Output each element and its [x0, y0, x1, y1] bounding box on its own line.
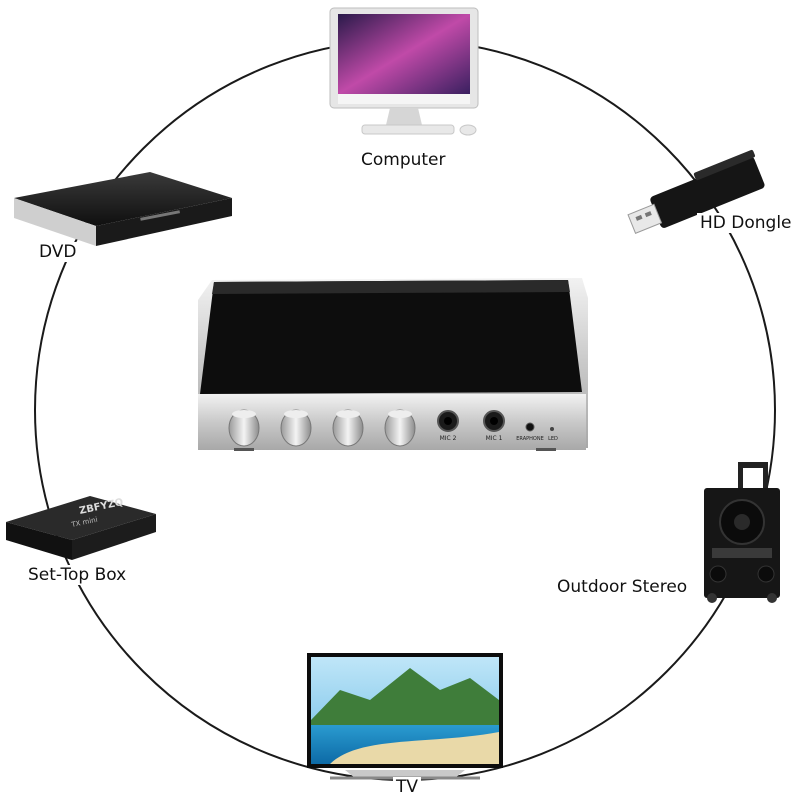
- earphone-label: ERAPHONE: [516, 436, 543, 442]
- outdoor-stereo-icon: [704, 462, 780, 603]
- karaoke-mixer: MIC 2 MIC 1 ERAPHONE LED: [198, 278, 588, 451]
- hd-dongle-label: HD Dongle: [697, 213, 795, 233]
- volume-knob-2[interactable]: [280, 409, 312, 447]
- dvd-label: DVD: [36, 242, 80, 262]
- outdoor-stereo-label: Outdoor Stereo: [554, 577, 691, 597]
- tv-label: TV: [393, 777, 422, 797]
- mic-2-jack[interactable]: [437, 410, 459, 432]
- earphone-jack[interactable]: [525, 422, 535, 432]
- dvd-player-icon: [14, 172, 232, 246]
- mic-1-label: MIC 1: [486, 435, 503, 442]
- mic-2-label: MIC 2: [440, 435, 457, 442]
- computer-icon: [329, 7, 479, 136]
- set-top-box-icon: ZBFYZQ TX mini: [6, 496, 156, 560]
- mic-1-jack[interactable]: [483, 410, 505, 432]
- set-top-box-label: Set-Top Box: [25, 565, 130, 585]
- tv-icon: [307, 653, 503, 780]
- volume-knob-3[interactable]: [332, 409, 364, 447]
- hd-dongle-icon: [627, 149, 765, 234]
- led-indicator: [550, 427, 554, 431]
- computer-label: Computer: [358, 150, 449, 170]
- led-label: LED: [548, 436, 558, 442]
- volume-knob-4[interactable]: [384, 409, 416, 447]
- volume-knob-1[interactable]: [228, 409, 260, 447]
